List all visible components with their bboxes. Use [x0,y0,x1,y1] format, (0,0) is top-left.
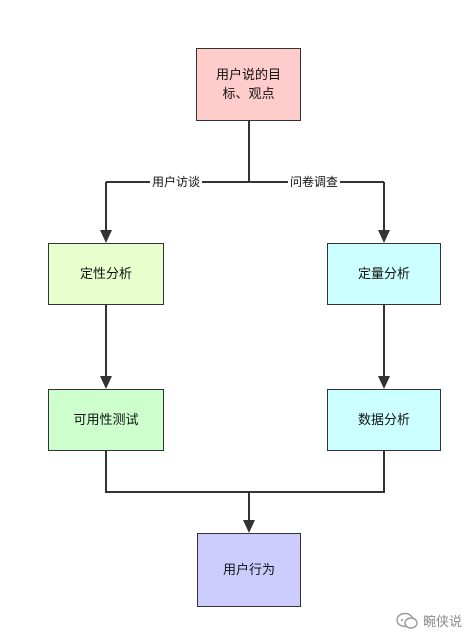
arrowhead-right-branch [378,230,390,243]
node-quantitative-label: 定量分析 [357,266,410,282]
node-data-analysis: 数据分析 [327,389,441,451]
arrowhead-right-mid [378,376,390,389]
watermark: 畹侠说 [396,611,462,630]
arrowhead-left-mid [100,376,112,389]
node-usability-label: 可用性测试 [73,412,139,428]
node-quantitative: 定量分析 [327,243,441,305]
node-user-behavior: 用户行为 [197,533,301,607]
node-user-said-label: 用户说的目 标、观点 [215,67,281,102]
node-usability: 可用性测试 [48,389,164,451]
connector-merge [105,451,385,493]
edge-label-interview: 用户访谈 [150,175,203,189]
chat-bubble-icon [396,612,418,629]
watermark-text: 畹侠说 [422,615,462,630]
node-data-analysis-label: 数据分析 [357,412,410,428]
arrowhead-bottom [243,520,255,533]
arrowhead-left-branch [100,230,112,243]
edge-label-survey: 问卷调查 [288,175,341,189]
node-qualitative: 定性分析 [48,243,164,305]
node-user-said: 用户说的目 标、观点 [196,48,301,121]
node-user-behavior-label: 用户行为 [222,562,275,578]
node-qualitative-label: 定性分析 [79,266,132,282]
